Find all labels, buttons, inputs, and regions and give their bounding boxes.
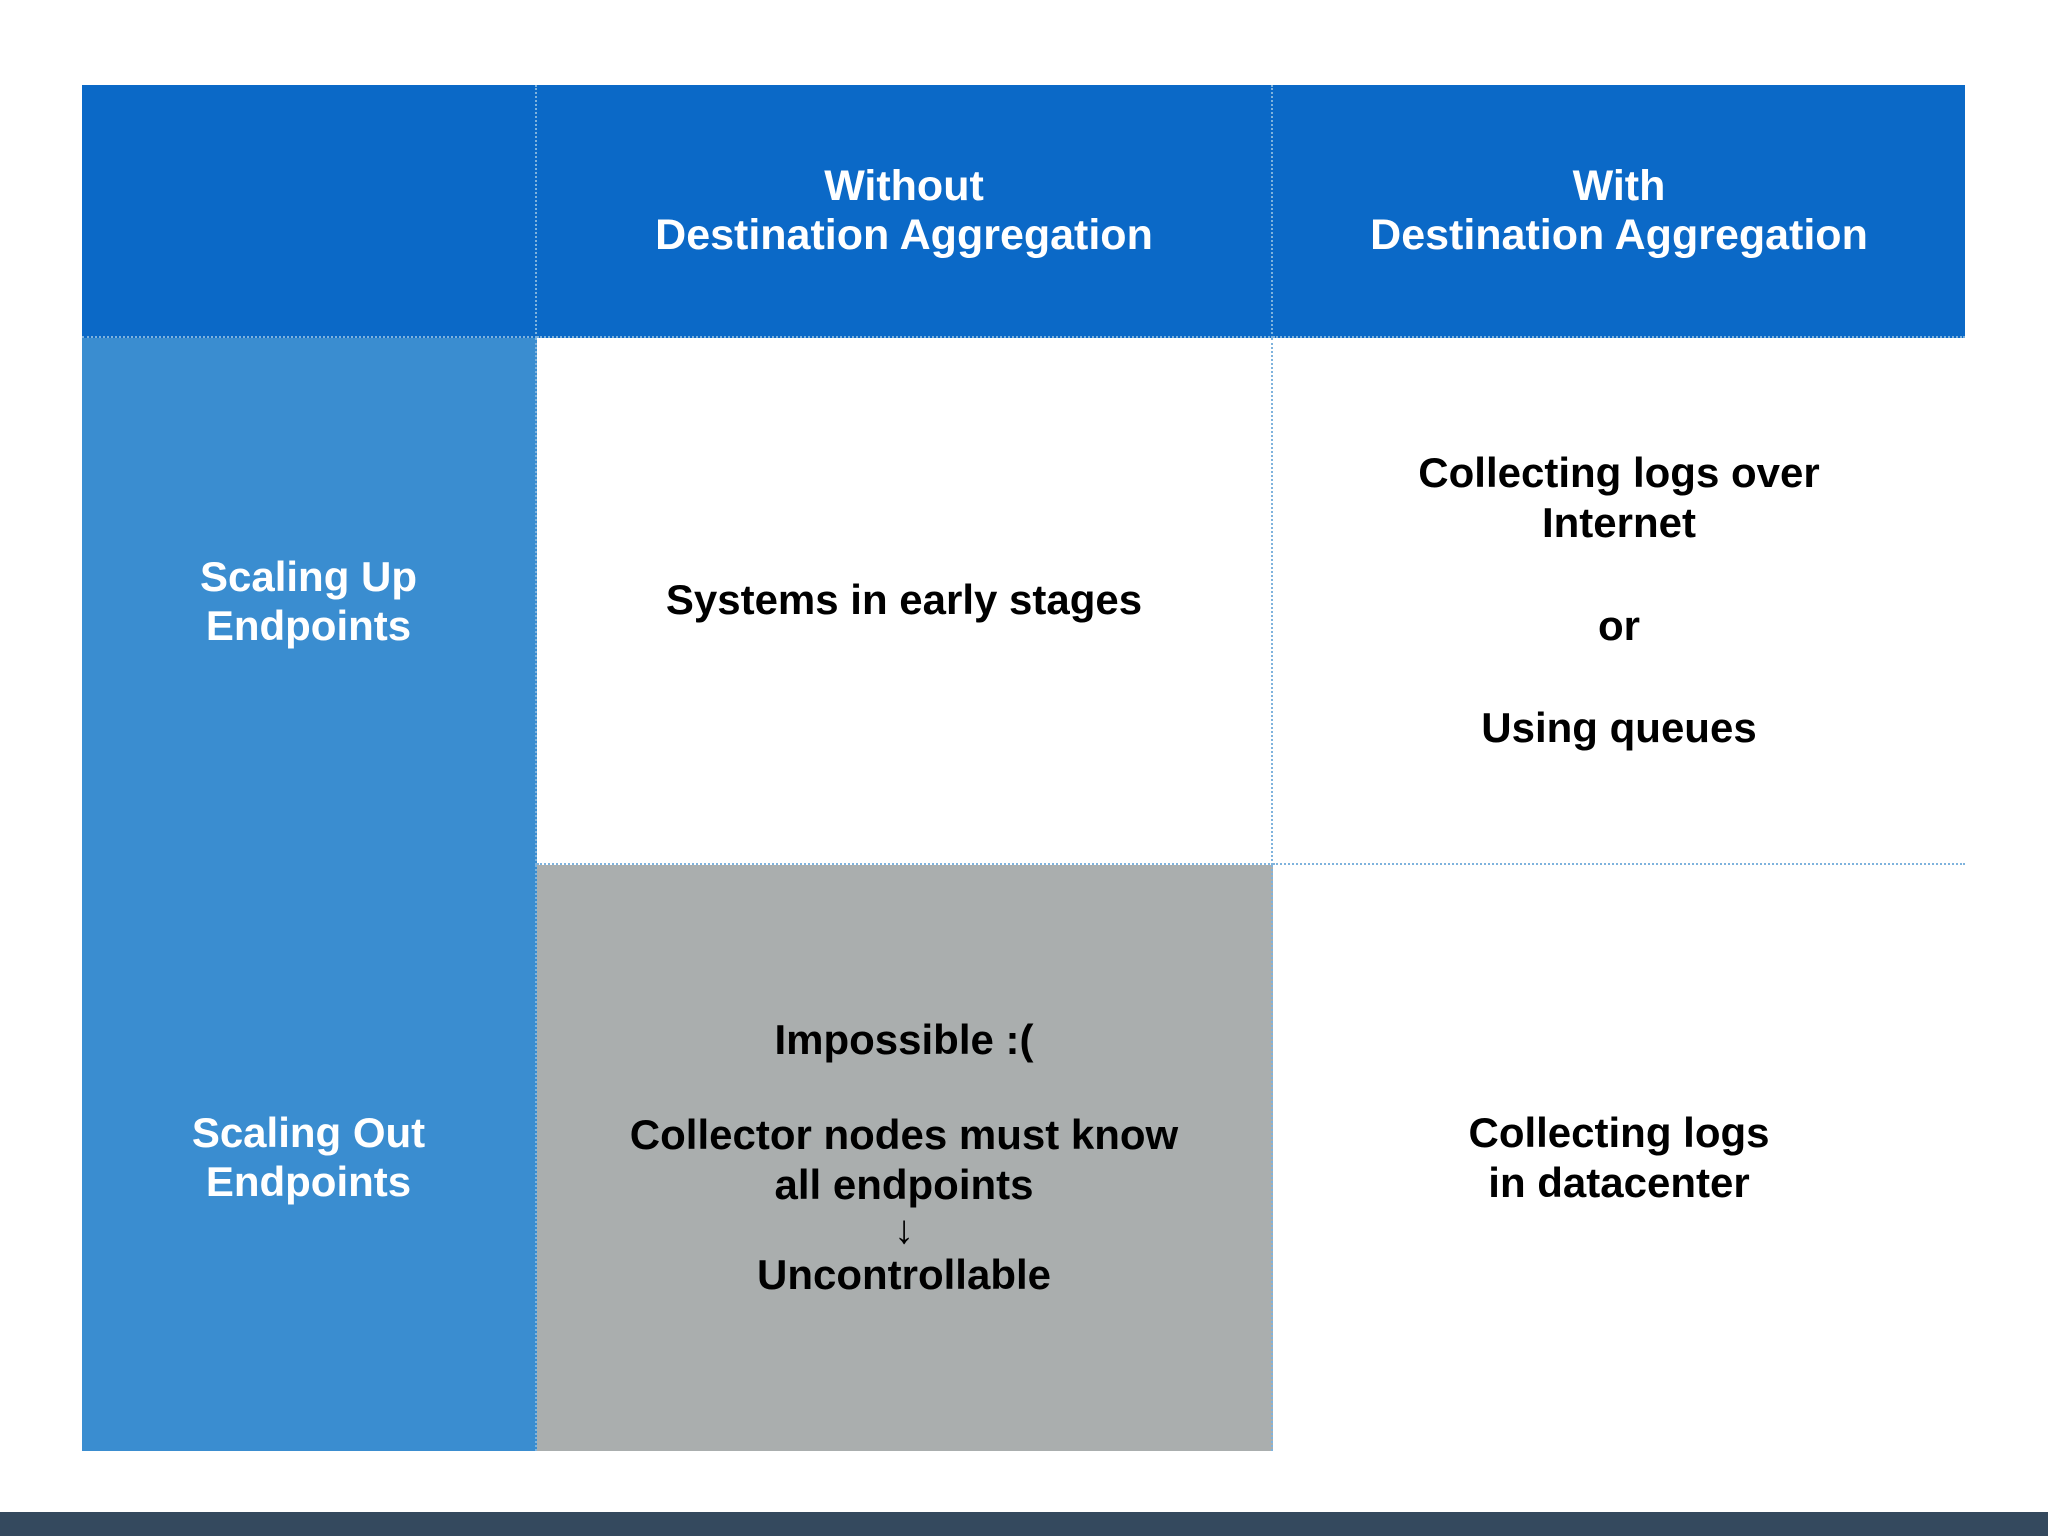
- cell-scaling-up-without-text: Systems in early stages: [665, 576, 1143, 624]
- row-header-scaling-up-line1: Scaling Up: [199, 552, 418, 600]
- cell-scaling-out-with-aggregation: Collecting logs in datacenter: [1273, 865, 1965, 1451]
- column-header-with-line2: Destination Aggregation: [1370, 210, 1868, 259]
- cell-scaling-out-without-line4: Uncontrollable: [756, 1251, 1052, 1299]
- row-header-scaling-out-endpoints: Scaling Out Endpoints: [82, 865, 537, 1451]
- row-header-scaling-up-line2: Endpoints: [205, 601, 412, 649]
- cell-scaling-out-with-line1: Collecting logs: [1468, 1108, 1770, 1156]
- matrix-corner-cell: [82, 85, 537, 338]
- comparison-matrix-table: Without Destination Aggregation With Des…: [82, 85, 1965, 1451]
- cell-scaling-out-without-line2: Collector nodes must know: [629, 1110, 1179, 1158]
- column-header-with-line1: With: [1572, 162, 1666, 211]
- column-header-without-line1: Without: [824, 162, 984, 211]
- column-header-without-line2: Destination Aggregation: [655, 210, 1153, 259]
- cell-scaling-out-without-line3: all endpoints: [774, 1161, 1034, 1208]
- row-header-scaling-out-line2: Endpoints: [205, 1158, 412, 1205]
- cell-scaling-up-without-aggregation: Systems in early stages: [537, 338, 1273, 865]
- cell-scaling-up-with-line4: Using queues: [1481, 703, 1757, 751]
- cell-scaling-out-with-line2: in datacenter: [1488, 1159, 1750, 1206]
- column-header-without-aggregation: Without Destination Aggregation: [537, 85, 1273, 338]
- cell-scaling-out-without-impossible: Impossible :(: [774, 1016, 1034, 1064]
- row-header-scaling-out-line1: Scaling Out: [191, 1109, 426, 1157]
- row-header-scaling-up-endpoints: Scaling Up Endpoints: [82, 338, 537, 865]
- cell-scaling-up-with-line2: Internet: [1541, 499, 1696, 547]
- cell-scaling-up-with-line1: Collecting logs over: [1418, 448, 1820, 496]
- cell-scaling-up-with-or: or: [1598, 601, 1640, 649]
- column-header-with-aggregation: With Destination Aggregation: [1273, 85, 1965, 338]
- slide-footer-bar: [0, 1512, 2048, 1536]
- cell-scaling-out-without-aggregation: Impossible :( Collector nodes must know …: [537, 865, 1273, 1451]
- down-arrow-icon: ↓: [894, 1208, 914, 1253]
- cell-scaling-up-with-aggregation: Collecting logs over Internet or Using q…: [1273, 338, 1965, 865]
